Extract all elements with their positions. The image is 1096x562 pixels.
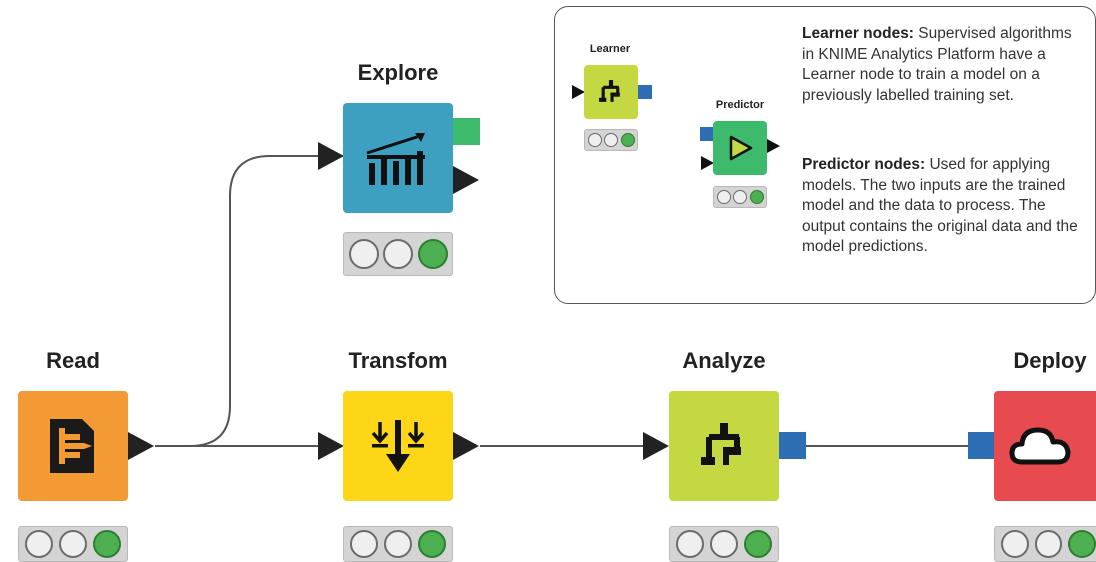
node-title-analyze: Analyze xyxy=(682,348,766,373)
status-light xyxy=(587,133,602,147)
node-predictor[interactable] xyxy=(713,121,767,175)
node-title-explore: Explore xyxy=(357,60,439,85)
transform-output-port[interactable] xyxy=(453,432,481,460)
status-light-green xyxy=(620,133,635,147)
node-title-deploy: Deploy xyxy=(1013,348,1087,373)
learner-input-port[interactable] xyxy=(572,85,586,99)
learner-tree-icon xyxy=(701,423,741,465)
status-light xyxy=(25,530,53,558)
predictor-output-port[interactable] xyxy=(767,139,781,153)
read-status-lights xyxy=(18,526,128,562)
status-light xyxy=(710,530,738,558)
learner-description: Learner nodes: Supervised algorithms in … xyxy=(802,24,1082,106)
status-light xyxy=(59,530,87,558)
node-title-transform: Transfom xyxy=(348,348,448,373)
status-light xyxy=(604,133,618,147)
status-light xyxy=(1001,530,1029,558)
node-deploy[interactable] xyxy=(994,391,1096,501)
explore-view-port[interactable] xyxy=(453,118,480,145)
status-light-green xyxy=(744,530,772,558)
status-light xyxy=(350,530,378,558)
node-title-read: Read xyxy=(46,348,100,373)
status-light-green xyxy=(418,530,446,558)
node-learner[interactable] xyxy=(584,65,638,119)
predictor-description-text: Used for applying models. The two inputs… xyxy=(802,156,1078,255)
node-explore[interactable] xyxy=(343,103,453,213)
deploy-status-lights xyxy=(994,526,1096,562)
analyze-status-lights xyxy=(669,526,779,562)
status-light xyxy=(348,239,379,269)
status-light-green xyxy=(749,190,764,204)
explore-status-lights xyxy=(343,232,453,276)
predictor-description-heading: Predictor nodes: xyxy=(802,156,926,173)
status-light xyxy=(384,530,412,558)
transform-status-lights xyxy=(343,526,453,562)
analyze-model-port[interactable] xyxy=(779,432,806,459)
learner-description-heading: Learner nodes: xyxy=(802,25,914,42)
status-light-green xyxy=(93,530,121,558)
status-light xyxy=(716,190,731,204)
learner-description-text: Supervised algorithms in KNIME Analytics… xyxy=(802,25,1072,104)
node-analyze[interactable] xyxy=(669,391,779,501)
status-light xyxy=(733,190,747,204)
learner-tree-icon xyxy=(599,80,620,102)
read-output-port[interactable] xyxy=(128,432,156,460)
predictor-description: Predictor nodes: Used for applying model… xyxy=(802,155,1082,258)
status-light-green xyxy=(417,239,448,269)
explore-input-port[interactable] xyxy=(318,142,346,170)
status-light xyxy=(383,239,413,269)
deploy-model-port[interactable] xyxy=(968,432,995,459)
predictor-data-input-port[interactable] xyxy=(701,156,715,170)
predictor-model-port[interactable] xyxy=(700,127,714,141)
node-read[interactable] xyxy=(18,391,128,501)
status-light-green xyxy=(1068,530,1096,558)
learner-predictor-callout xyxy=(554,6,1096,304)
status-light xyxy=(676,530,704,558)
node-title-learner: Learner xyxy=(589,43,631,55)
learner-status-lights xyxy=(584,129,638,151)
status-light xyxy=(1034,530,1063,558)
transform-arrows-icon xyxy=(371,420,425,472)
connection-read-explore xyxy=(155,155,318,447)
learner-model-port[interactable] xyxy=(638,85,652,99)
chart-trend-icon xyxy=(366,133,425,185)
predictor-status-lights xyxy=(713,186,767,208)
cloud-icon xyxy=(1009,427,1071,465)
transform-input-port[interactable] xyxy=(318,432,346,460)
file-reader-icon xyxy=(50,419,94,473)
explore-output-port[interactable] xyxy=(453,166,481,194)
analyze-input-port[interactable] xyxy=(643,432,671,460)
node-title-predictor: Predictor xyxy=(715,99,765,111)
predictor-play-icon xyxy=(729,135,753,161)
node-transform[interactable] xyxy=(343,391,453,501)
